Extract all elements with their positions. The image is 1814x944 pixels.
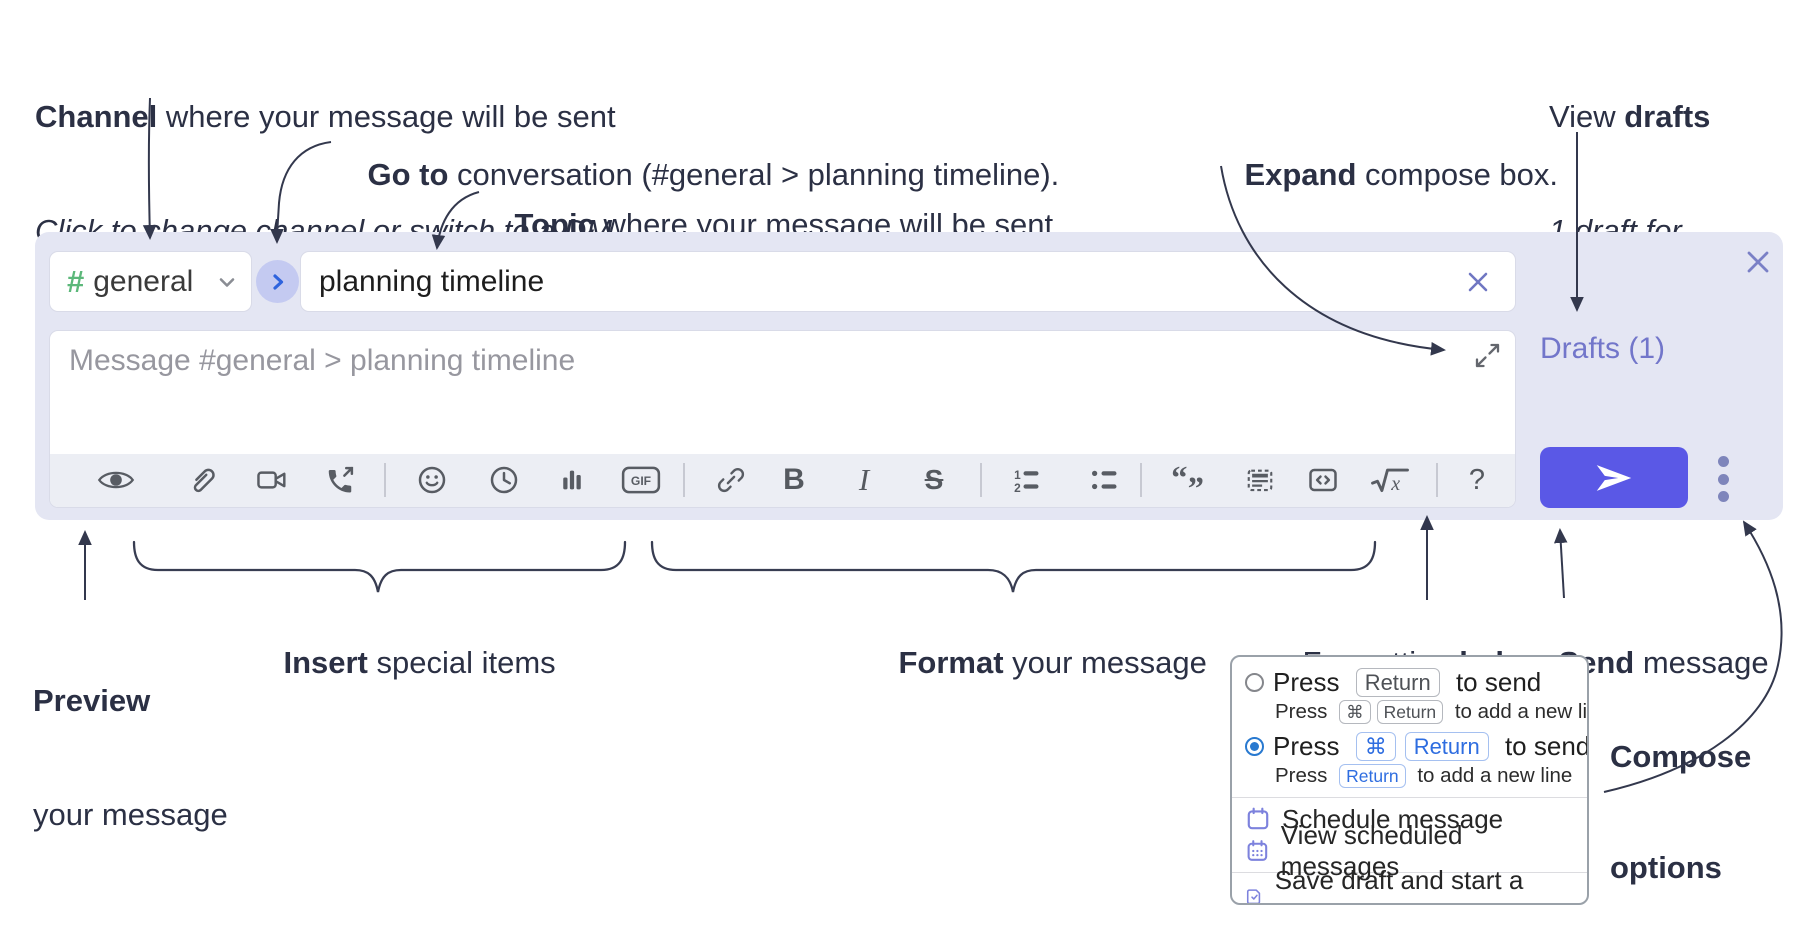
bulleted-list-icon xyxy=(1092,470,1117,490)
send-button[interactable] xyxy=(1540,447,1688,508)
radio-checked[interactable] xyxy=(1245,737,1264,756)
compose-box: # general xyxy=(35,232,1783,520)
send-plane-icon xyxy=(1596,464,1632,491)
compose-options-menu: Press Return to send Press ⌘Return to ad… xyxy=(1230,655,1589,905)
drafts-link[interactable]: Drafts (1) xyxy=(1540,332,1666,365)
channel-selector[interactable]: # general xyxy=(49,251,252,312)
svg-text:1: 1 xyxy=(1014,468,1021,482)
message-input[interactable] xyxy=(50,331,1515,453)
svg-text:2: 2 xyxy=(1014,481,1021,495)
kbd-cmd: ⌘ xyxy=(1339,700,1371,724)
bar-chart-icon xyxy=(563,470,581,490)
kebab-dot xyxy=(1717,456,1729,467)
view-scheduled-messages-item[interactable]: View scheduled messages xyxy=(1245,820,1574,881)
svg-text:x: x xyxy=(1390,473,1400,495)
attach-file-button[interactable] xyxy=(181,460,221,500)
go-to-conversation-button[interactable] xyxy=(256,260,299,303)
channel-name: general xyxy=(93,264,194,298)
close-icon xyxy=(1468,272,1488,292)
bulleted-list-button[interactable] xyxy=(1084,460,1124,500)
compose-toolbar: GIF B xyxy=(50,454,1515,507)
link-button[interactable] xyxy=(711,460,751,500)
kebab-dot xyxy=(1717,491,1729,502)
calendar-grid-icon xyxy=(1247,840,1268,861)
numbered-list-button[interactable]: 1 2 xyxy=(1006,460,1046,500)
menu-divider xyxy=(1232,872,1587,873)
toolbar-divider xyxy=(384,463,386,497)
math-latex-icon: x xyxy=(1371,468,1409,495)
schedule-message-item[interactable]: Schedule message xyxy=(1245,803,1574,835)
paperclip-icon xyxy=(193,468,215,493)
topic-input[interactable] xyxy=(300,251,1516,312)
preview-button[interactable] xyxy=(96,460,136,500)
clock-icon xyxy=(490,466,518,494)
global-time-button[interactable] xyxy=(484,460,524,500)
topic-clear-button[interactable] xyxy=(1460,264,1496,300)
menu-divider xyxy=(1232,797,1587,798)
link-icon xyxy=(717,467,745,493)
svg-text:„: „ xyxy=(1188,465,1204,490)
math-button[interactable]: x xyxy=(1370,460,1410,500)
phone-call-icon xyxy=(328,466,354,493)
spoiler-icon xyxy=(1247,469,1273,492)
radio-unchecked[interactable] xyxy=(1245,673,1264,692)
video-camera-icon xyxy=(257,471,286,489)
code-button[interactable] xyxy=(1303,460,1343,500)
enter-sends-sub: Press ⌘Return to add a new line xyxy=(1275,700,1588,724)
voice-call-button[interactable] xyxy=(320,460,360,500)
draft-document-icon xyxy=(1246,889,1261,903)
expand-icon xyxy=(1475,343,1499,367)
compose-options-annotation: Compose options menu xyxy=(1610,739,1752,885)
expand-annotation: Expand compose box. xyxy=(1244,157,1559,192)
kbd-return: Return xyxy=(1339,764,1406,788)
expand-compose-button[interactable] xyxy=(1471,339,1503,371)
insert-annotation: Insert special items xyxy=(283,645,556,680)
calendar-icon xyxy=(1247,807,1269,830)
poll-button[interactable] xyxy=(552,460,592,500)
kebab-dot xyxy=(1717,473,1729,485)
compose-options-button[interactable] xyxy=(1707,456,1739,502)
kbd-return: Return xyxy=(1404,732,1489,761)
quote-icon: “ „ xyxy=(1171,465,1204,495)
svg-text:“: “ xyxy=(1171,465,1187,495)
emoji-button[interactable] xyxy=(412,460,452,500)
numbered-list-icon: 1 2 xyxy=(1014,468,1039,495)
italic-button[interactable]: I xyxy=(858,462,870,497)
format-annotation: Format your message xyxy=(898,645,1207,680)
kbd-return: Return xyxy=(1355,668,1440,697)
chevron-down-icon xyxy=(219,277,235,287)
enter-sends-option[interactable]: Press Return to send xyxy=(1245,666,1574,699)
eye-icon xyxy=(97,471,135,489)
formatting-help-button[interactable]: ? xyxy=(1468,463,1486,496)
message-box: GIF B xyxy=(49,330,1516,508)
quote-button[interactable]: “ „ xyxy=(1168,460,1208,500)
kbd-return: Return xyxy=(1376,700,1444,724)
preview-annotation: Preview your message xyxy=(33,683,228,832)
toolbar-divider xyxy=(980,463,982,497)
strikethrough-button[interactable]: S xyxy=(924,464,944,495)
goto-annotation: Go to conversation (#general > planning … xyxy=(367,157,1060,192)
cmd-enter-sends-option[interactable]: Press ⌘Return to send xyxy=(1245,730,1587,763)
svg-text:GIF: GIF xyxy=(631,474,651,488)
chevron-right-icon xyxy=(272,273,283,290)
cmd-enter-sends-sub: Press Return to add a new line xyxy=(1275,764,1573,788)
spoiler-button[interactable] xyxy=(1240,460,1280,500)
save-draft-item[interactable]: Save draft and start a new message xyxy=(1245,865,1574,903)
bold-button[interactable]: B xyxy=(783,463,805,496)
channel-hash-icon: # xyxy=(67,263,85,299)
close-icon xyxy=(1747,251,1769,273)
compose-close-button[interactable] xyxy=(1739,243,1777,281)
gif-button[interactable]: GIF xyxy=(621,460,661,500)
toolbar-divider xyxy=(1140,463,1142,497)
video-call-button[interactable] xyxy=(252,460,292,500)
gif-icon: GIF xyxy=(621,466,661,494)
kbd-cmd: ⌘ xyxy=(1355,732,1396,761)
code-icon xyxy=(1309,468,1337,492)
toolbar-divider xyxy=(1436,463,1438,497)
smiley-icon xyxy=(418,466,446,494)
toolbar-divider xyxy=(683,463,685,497)
